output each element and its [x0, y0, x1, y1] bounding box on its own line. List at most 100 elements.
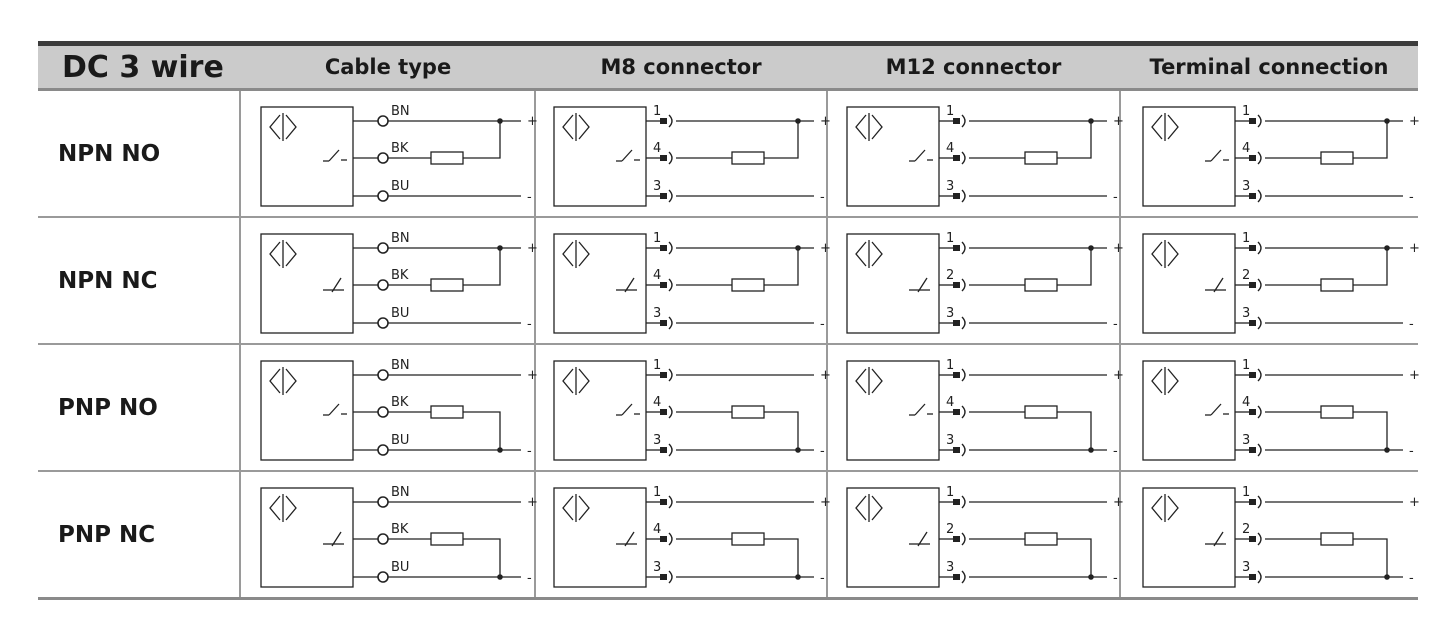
sensor-symbol-left [562, 241, 574, 267]
load-return-line [764, 248, 799, 286]
sensor-symbol-right [578, 114, 590, 140]
wire-label: 4 [653, 395, 661, 410]
connector-pin [660, 193, 667, 199]
load-return-line [462, 411, 501, 450]
connector-socket [960, 114, 966, 128]
connector-socket [960, 189, 966, 203]
load-resistor [1319, 151, 1354, 165]
positive-sign: + [820, 495, 831, 510]
connector-socket [668, 316, 673, 330]
positive-sign: + [527, 114, 538, 129]
connector-pin [660, 409, 667, 415]
connector-pin [952, 447, 960, 453]
negative-sign: - [1113, 571, 1118, 586]
wire-label: BN [391, 485, 410, 500]
connector-socket [1256, 278, 1262, 292]
wire-label: BN [391, 358, 410, 373]
switch-blade [914, 149, 925, 162]
column-header-m8: M8 connector [535, 46, 827, 91]
wire-terminal [376, 571, 389, 583]
connector-pin [660, 499, 667, 505]
sensor-symbol-left [854, 114, 866, 140]
negative-sign: - [1113, 444, 1118, 459]
load-resistor [1023, 405, 1058, 419]
sensor-symbol-left [268, 241, 280, 267]
connector-socket [960, 570, 966, 584]
sensor-symbol-left [1150, 114, 1162, 140]
connector-socket [1256, 405, 1262, 419]
connector-socket [1256, 241, 1262, 255]
wire-terminal [376, 115, 389, 127]
sensor-symbol-right [871, 241, 883, 267]
connector-pin [952, 155, 960, 161]
connector-pin [660, 372, 667, 378]
row-label: NPN NC [38, 217, 241, 345]
switch-blade [621, 403, 633, 416]
wire-label: 1 [946, 358, 954, 373]
wire-label: 3 [653, 306, 661, 321]
switch-blade [1212, 531, 1224, 547]
sensor-body [845, 360, 940, 461]
connector-socket [1256, 443, 1262, 457]
sensor-body [845, 233, 940, 334]
wire-terminal [376, 242, 389, 254]
load-return-line [1056, 411, 1092, 450]
junction-dot [795, 447, 801, 453]
load-return-line [764, 538, 799, 577]
sensor-body [1141, 106, 1236, 207]
load-return-line [1056, 538, 1092, 577]
row-label: PNP NO [38, 344, 241, 472]
connector-socket [668, 241, 673, 255]
wire-label: BN [391, 104, 410, 119]
sensor-symbol-right [285, 114, 297, 140]
connector-pin [1248, 282, 1256, 288]
load-return-line [1352, 248, 1388, 286]
load-return-line [1352, 538, 1388, 577]
connector-socket [1256, 532, 1262, 546]
wire-label: 3 [653, 179, 661, 194]
load-return-line [1056, 248, 1092, 286]
negative-sign: - [820, 317, 825, 332]
wiring-diagram: 123+- [1141, 485, 1419, 588]
wire-label: 1 [1242, 104, 1250, 119]
connector-pin [1248, 536, 1256, 542]
wire-label: 1 [946, 485, 954, 500]
wire-label: BU [391, 433, 409, 448]
positive-sign: + [1113, 495, 1124, 510]
wire-label: BU [391, 560, 409, 575]
sensor-symbol-left [268, 495, 280, 521]
sensor-body [553, 360, 647, 461]
connector-pin [660, 118, 667, 124]
sensor-body [845, 106, 940, 207]
load-resistor [731, 151, 765, 165]
connector-pin [952, 282, 960, 288]
load-return-line [462, 248, 501, 286]
negative-sign: - [1409, 317, 1414, 332]
connector-pin [1248, 193, 1256, 199]
load-resistor [1023, 532, 1058, 546]
column-header-terminal: Terminal connection [1120, 46, 1418, 91]
negative-sign: - [1113, 317, 1118, 332]
wire-label: 3 [653, 433, 661, 448]
wiring-diagram: 143+- [553, 104, 831, 207]
load-resistor [1023, 278, 1058, 292]
connector-socket [668, 570, 673, 584]
load-resistor [1319, 278, 1354, 292]
sensor-symbol-left [854, 495, 866, 521]
junction-dot [1383, 447, 1390, 453]
sensor-symbol-left [1150, 495, 1162, 521]
switch-blade [914, 403, 925, 416]
negative-sign: - [820, 444, 825, 459]
load-return-line [462, 121, 501, 159]
switch-blade [1212, 277, 1224, 293]
wiring-table: DC 3 wire Cable type M8 connector M12 co… [38, 46, 1419, 600]
load-resistor [731, 532, 765, 546]
wire-label: BK [391, 522, 409, 537]
